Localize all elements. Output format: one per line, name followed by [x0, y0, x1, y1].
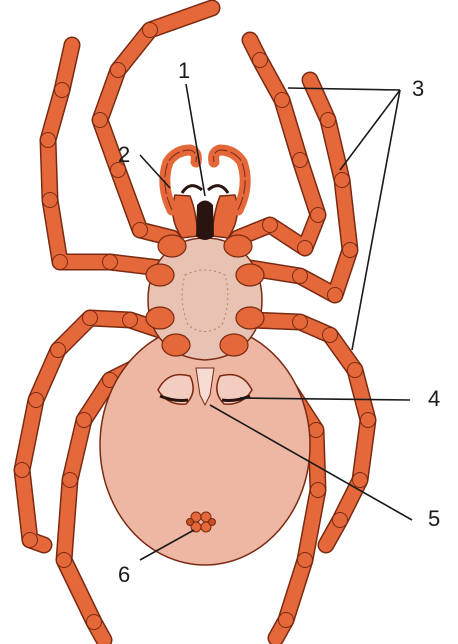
- callout-label-5: 5: [428, 506, 440, 531]
- leg-right-3-joint-6: [333, 513, 348, 528]
- coxa-5: [146, 307, 174, 329]
- leg-right-1-joint-2: [298, 241, 313, 256]
- leg-right-1-joint-1: [263, 218, 278, 233]
- leg-right-3-joint-1: [293, 315, 308, 330]
- coxa-7: [162, 334, 190, 356]
- leader-line-3b: [340, 90, 400, 170]
- leg-left-1-joint-5: [143, 23, 158, 38]
- leg-right-3-joint-5: [353, 473, 368, 488]
- leg-left-3-joint-3: [51, 343, 66, 358]
- leg-right-2-outline: [250, 80, 350, 295]
- leg-right-1-joint-6: [253, 53, 268, 68]
- leg-left-3-joint-1: [123, 313, 138, 328]
- leg-left-4-joint-5: [57, 553, 72, 568]
- leg-left-3-joint-6: [23, 533, 38, 548]
- callout-label-3: 3: [412, 76, 424, 101]
- leg-right-1-outline: [238, 40, 318, 248]
- mouth-parts: [196, 201, 214, 241]
- leg-left-2-joint-4: [41, 133, 56, 148]
- leg-left-1-joint-4: [111, 63, 126, 78]
- coxa-3: [146, 264, 174, 286]
- leg-left-3-joint-2: [83, 311, 98, 326]
- leader-line-3c: [352, 90, 400, 350]
- leg-right-4-joint-4: [311, 483, 326, 498]
- leg-left-3-joint-5: [15, 463, 30, 478]
- callout-label-4: 4: [428, 386, 440, 411]
- leg-right-1-joint-5: [275, 93, 290, 108]
- leg-right-4-joint-6: [279, 613, 294, 628]
- leg-left-2-joint-5: [55, 83, 70, 98]
- leg-left-4-joint-4: [63, 473, 78, 488]
- callout-label-6: 6: [118, 562, 130, 587]
- leg-left-1-joint-3: [93, 113, 108, 128]
- coxa-6: [236, 307, 264, 329]
- leg-left-1-joint-1: [133, 223, 148, 238]
- leg-left-1: [100, 8, 212, 238]
- leg-left-3-joint-4: [29, 393, 44, 408]
- fang-left: [182, 186, 202, 193]
- leg-right-1-joint-4: [293, 153, 308, 168]
- leg-right-2-joint-2: [328, 288, 343, 303]
- leg-left-4-joint-6: [87, 615, 102, 630]
- leg-right-4-joint-3: [309, 423, 324, 438]
- leg-right-2-joint-5: [321, 113, 336, 128]
- leg-right-1: [238, 40, 318, 248]
- callout-label-1: 1: [178, 58, 190, 83]
- leader-line-1: [186, 84, 205, 196]
- leg-right-2-joint-3: [343, 243, 358, 258]
- leg-left-2-joint-2: [53, 255, 68, 270]
- leg-left-2-joint-1: [103, 255, 118, 270]
- leg-right-2-joint-4: [335, 173, 350, 188]
- leg-right-2-joint-1: [293, 269, 308, 284]
- coxa-8: [220, 334, 248, 356]
- callout-label-2: 2: [118, 142, 130, 167]
- leg-right-3-joint-2: [323, 328, 338, 343]
- leg-right-4-joint-5: [298, 553, 313, 568]
- fang-right: [208, 186, 228, 193]
- coxa-4: [236, 264, 264, 286]
- leg-left-4-joint-3: [77, 413, 92, 428]
- leg-right-1-joint-3: [311, 208, 326, 223]
- leg-right-3-joint-4: [361, 413, 376, 428]
- leg-left-1-outline: [100, 8, 212, 238]
- leg-right-3-joint-3: [348, 363, 363, 378]
- leg-left-2-joint-3: [43, 193, 58, 208]
- leader-line-3a: [288, 88, 400, 90]
